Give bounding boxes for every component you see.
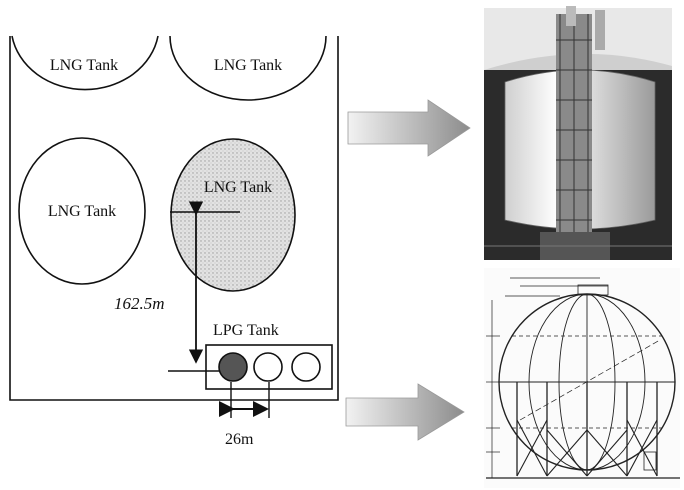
lng-tank-label: LNG Tank — [50, 57, 118, 74]
tank-outline — [11, 35, 159, 91]
lng-tank-top-right: LNG Tank — [169, 35, 327, 101]
block-arrow-right-icon — [347, 99, 471, 157]
distance-label: 162.5m — [114, 294, 165, 313]
distance-dimension: 162.5m — [114, 201, 240, 364]
lng-tank-label: LNG Tank — [204, 179, 272, 196]
tank-outline — [169, 35, 327, 101]
site-boundary — [9, 36, 339, 401]
spacing-dimension: 26m — [219, 382, 270, 448]
lpg-tank-group: LPG Tank — [168, 322, 333, 390]
lng-tank-top-left: LNG Tank — [11, 35, 159, 91]
lpg-tank-label: LPG Tank — [213, 322, 279, 339]
site-plan: LNG Tank LNG Tank LNG Tank LNG Tank 162.… — [9, 35, 339, 448]
lpg-tank — [253, 352, 283, 382]
lng-tank-middle-right-highlighted: LNG Tank — [170, 138, 296, 292]
lng-tank-middle-left: LNG Tank — [18, 137, 146, 285]
lng-tank-label: LNG Tank — [48, 203, 116, 220]
spacing-label: 26m — [225, 431, 254, 448]
lng-tank-label: LNG Tank — [214, 57, 282, 74]
tank-outline — [18, 137, 146, 285]
lpg-sphere-elevation-drawing-icon — [484, 268, 680, 488]
lpg-tank-highlighted — [218, 352, 248, 382]
block-arrow-right-icon — [345, 383, 465, 441]
lpg-tank — [291, 352, 321, 382]
tank-outline — [170, 138, 296, 292]
lng-tank-photo-icon — [484, 6, 672, 260]
